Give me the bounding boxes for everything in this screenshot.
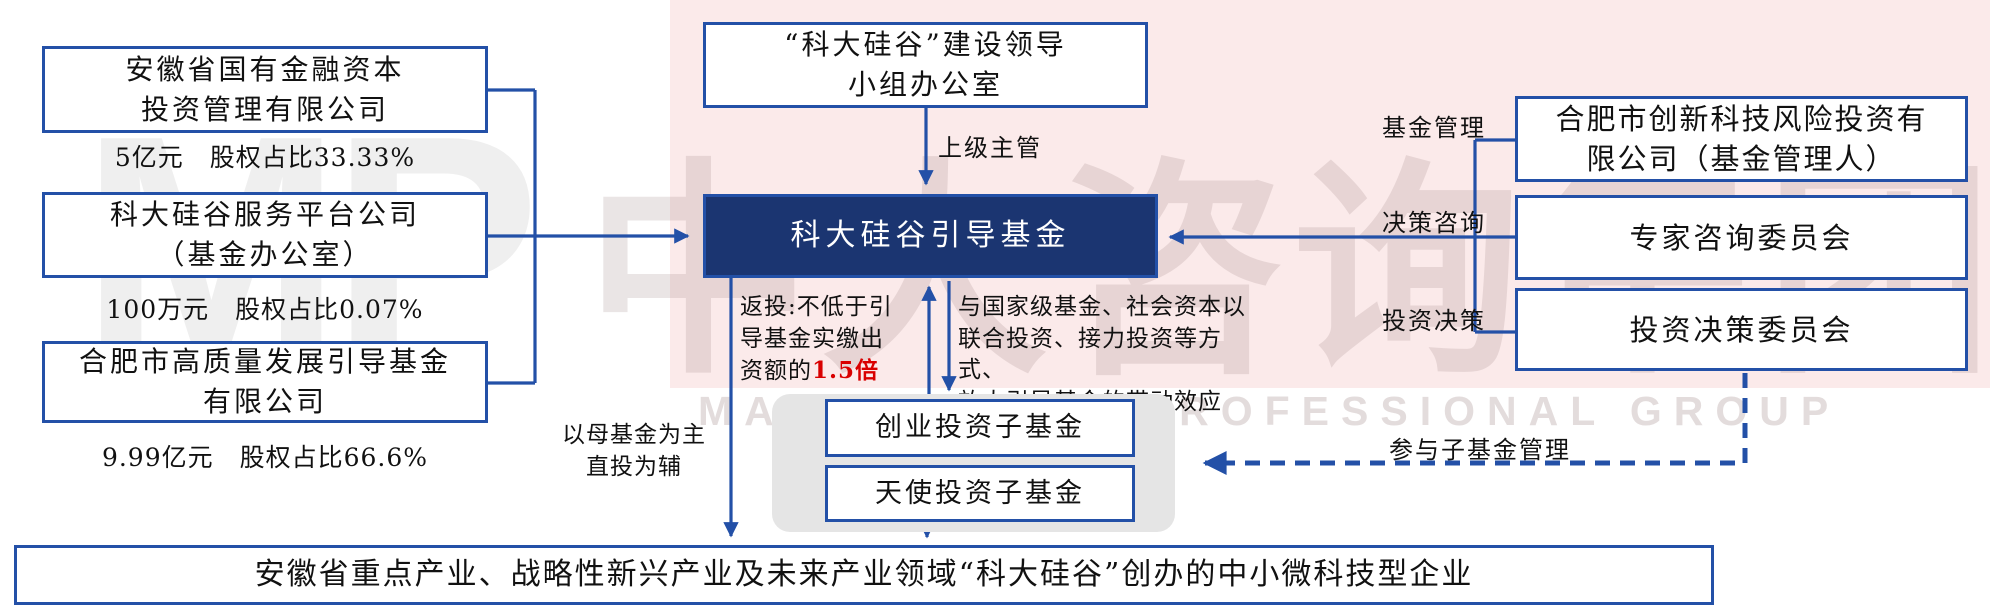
reinvestment-note-text: 返投:不低于引 导基金实缴出 资额的 [740,294,893,384]
venture-subfund-box: 创业投资子基金 [825,399,1135,457]
shareholder-box-anhui-state-capital: 安徽省国有金融资本 投资管理有限公司 [42,46,488,133]
decision-consulting-label: 决策咨询 [1382,209,1486,237]
expert-committee-box: 专家咨询委员会 [1515,195,1968,280]
guidance-fund-box: 科大硅谷引导基金 [703,194,1158,278]
participate-subfund-label: 参与子基金管理 [1389,436,1571,464]
fund-management-label: 基金管理 [1382,114,1486,142]
shareholder-box-service-platform: 科大硅谷服务平台公司 （基金办公室） [42,192,488,278]
shareholder-caption-service-platform: 100万元 股权占比0.07% [106,295,424,324]
target-enterprises-box: 安徽省重点产业、战略性新兴产业及未来产业领域“科大硅谷”创办的中小微科技型企业 [14,545,1714,605]
supervision-label: 上级主管 [938,134,1042,162]
reinvestment-ratio: 1.5倍 [812,357,880,384]
fund-manager-box: 合肥市创新科技风险投资有 限公司（基金管理人） [1515,96,1968,182]
angel-subfund-box: 天使投资子基金 [825,465,1135,522]
leading-group-office-box: “科大硅谷”建设领导 小组办公室 [703,22,1148,108]
shareholder-caption-anhui-state-capital: 5亿元 股权占比33.33% [114,143,416,172]
investment-committee-box: 投资决策委员会 [1515,288,1968,371]
investment-decision-label: 投资决策 [1382,307,1486,335]
shareholder-box-hefei-guidance-fund: 合肥市高质量发展引导基金 有限公司 [42,341,488,423]
dashed-arrow-manage-subfunds [1202,373,1748,476]
reinvestment-note: 返投:不低于引 导基金实缴出 资额的1.5倍 [740,292,900,388]
mother-fund-note: 以母基金为主 直投为辅 [562,422,706,480]
shareholder-caption-hefei-guidance-fund: 9.99亿元 股权占比66.6% [101,443,429,472]
